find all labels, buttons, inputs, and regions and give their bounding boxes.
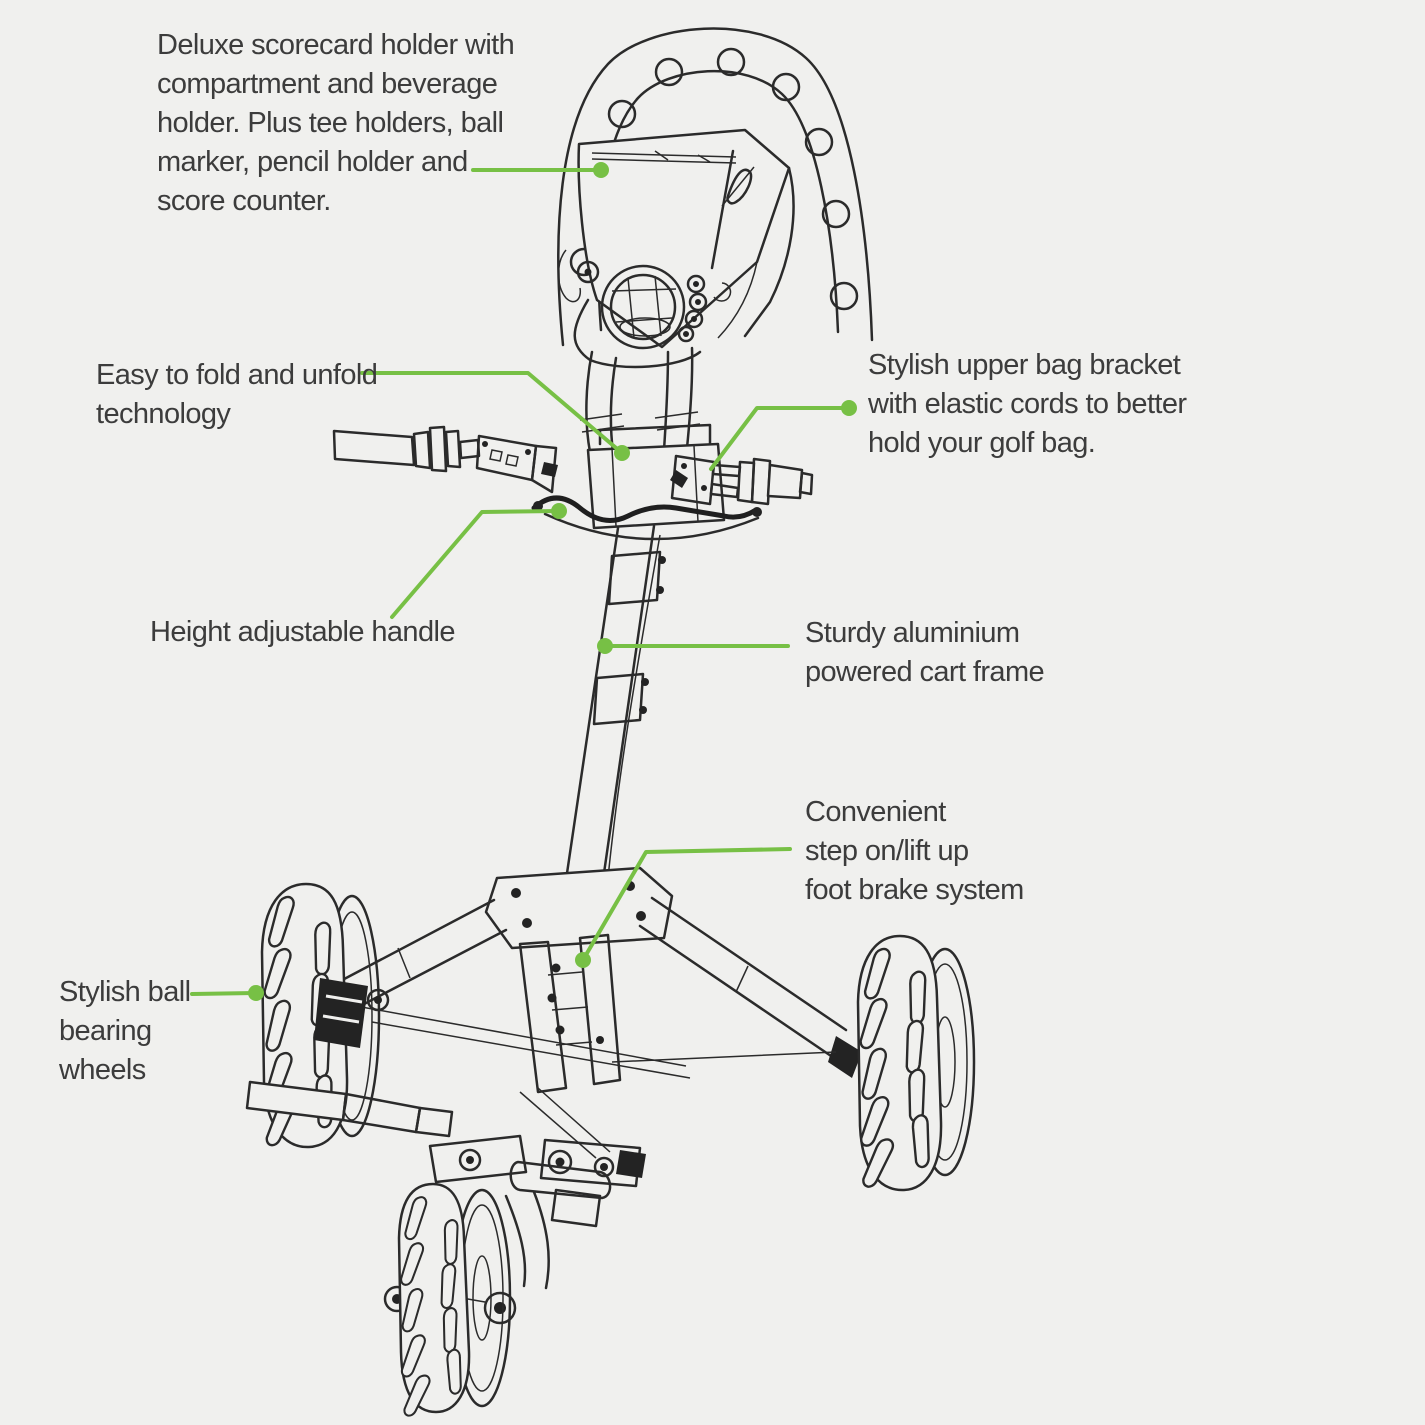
callout-dot-fold [614, 445, 630, 461]
front-fork-assembly [383, 1087, 646, 1325]
label-ball-bearing-wheels: Stylish ball bearing wheels [59, 976, 191, 1086]
scorecard-console [557, 128, 795, 369]
label-height-adjustable-handle: Height adjustable handle [150, 616, 455, 648]
callout-dot-frame [597, 638, 613, 654]
cart-line-art [245, 27, 976, 1420]
callout-leaders [190, 162, 857, 1001]
label-aluminium-frame: Sturdy aluminium powered cart frame [805, 617, 1045, 688]
main-frame-tube [564, 524, 666, 882]
label-upper-bag-bracket: Stylish upper bag bracket with elastic c… [868, 349, 1187, 459]
callout-dot-handle [551, 503, 567, 519]
label-fold-technology: Easy to fold and unfold technology [96, 359, 378, 430]
right-handle-grip [670, 454, 814, 506]
callout-line-bag-bracket [709, 406, 851, 471]
left-rear-wheel [245, 882, 454, 1150]
callout-dot-wheels [248, 985, 264, 1001]
callout-dot-brake [575, 952, 591, 968]
front-wheel [397, 1182, 512, 1420]
right-rear-wheel [856, 934, 976, 1192]
callout-dot-bag-bracket [841, 400, 857, 416]
callout-line-brake [581, 847, 792, 962]
callout-dot-scorecard [593, 162, 609, 178]
callout-line-handle [390, 509, 560, 619]
label-scorecard-holder: Deluxe scorecard holder with compartment… [157, 29, 515, 217]
callout-line-fold [360, 371, 624, 455]
label-foot-brake: Convenient step on/lift up foot brake sy… [805, 796, 1024, 906]
left-handle-grip [332, 425, 558, 494]
folding-clamp [531, 423, 762, 541]
callout-line-wheels [190, 991, 257, 996]
